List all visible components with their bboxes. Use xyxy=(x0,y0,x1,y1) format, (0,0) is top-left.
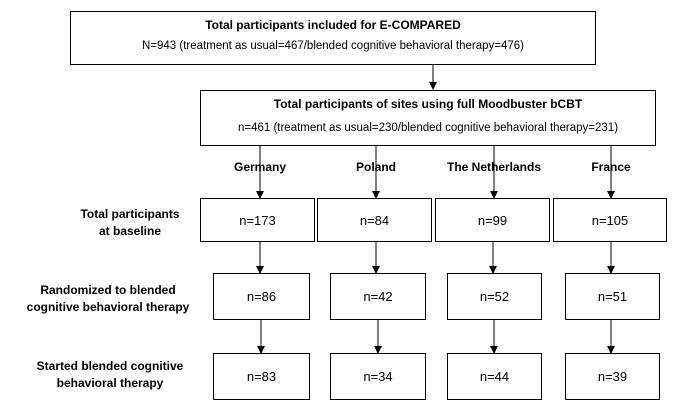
row-label-baseline-line1: Total participants xyxy=(80,207,180,221)
total-participants-subtitle: N=943 (treatment as usual=467/blended co… xyxy=(142,40,524,52)
total-participants-title: Total participants included for E-COMPAR… xyxy=(205,18,461,32)
row-label-started-line2: behavioral therapy xyxy=(56,376,164,390)
row-label-baseline: Total participants at baseline xyxy=(66,206,194,240)
moodbuster-sites-subtitle: n=461 (treatment as usual=230/blended co… xyxy=(237,122,619,134)
poland-started-box: n=34 xyxy=(330,353,426,400)
country-netherlands: The Netherlands xyxy=(446,160,542,174)
row-label-started-line1: Started blended cognitive xyxy=(36,359,184,373)
row-label-randomized-line2: cognitive behavioral therapy xyxy=(26,300,190,314)
germany-baseline-box: n=173 xyxy=(200,198,315,242)
netherlands-baseline-box: n=99 xyxy=(435,198,550,242)
netherlands-started-box: n=44 xyxy=(447,353,542,400)
france-randomized-box: n=51 xyxy=(565,273,660,320)
germany-randomized-box: n=86 xyxy=(213,273,310,320)
row-label-randomized-line1: Randomized to blended xyxy=(40,283,176,297)
row-label-baseline-line2: at baseline xyxy=(98,224,162,238)
country-germany: Germany xyxy=(233,160,287,174)
poland-baseline-box: n=84 xyxy=(317,198,432,242)
row-label-started: Started blended cognitive behavioral the… xyxy=(22,358,198,392)
moodbuster-sites-title: Total participants of sites using full M… xyxy=(273,97,583,111)
total-participants-box: Total participants included for E-COMPAR… xyxy=(70,11,596,65)
country-poland: Poland xyxy=(355,160,396,174)
germany-started-box: n=83 xyxy=(213,353,310,400)
poland-randomized-box: n=42 xyxy=(330,273,426,320)
france-baseline-box: n=105 xyxy=(553,198,667,242)
netherlands-randomized-box: n=52 xyxy=(447,273,542,320)
country-france: France xyxy=(591,160,631,174)
france-started-box: n=39 xyxy=(565,353,660,400)
moodbuster-sites-box: Total participants of sites using full M… xyxy=(200,90,656,146)
row-label-randomized: Randomized to blended cognitive behavior… xyxy=(10,282,206,316)
